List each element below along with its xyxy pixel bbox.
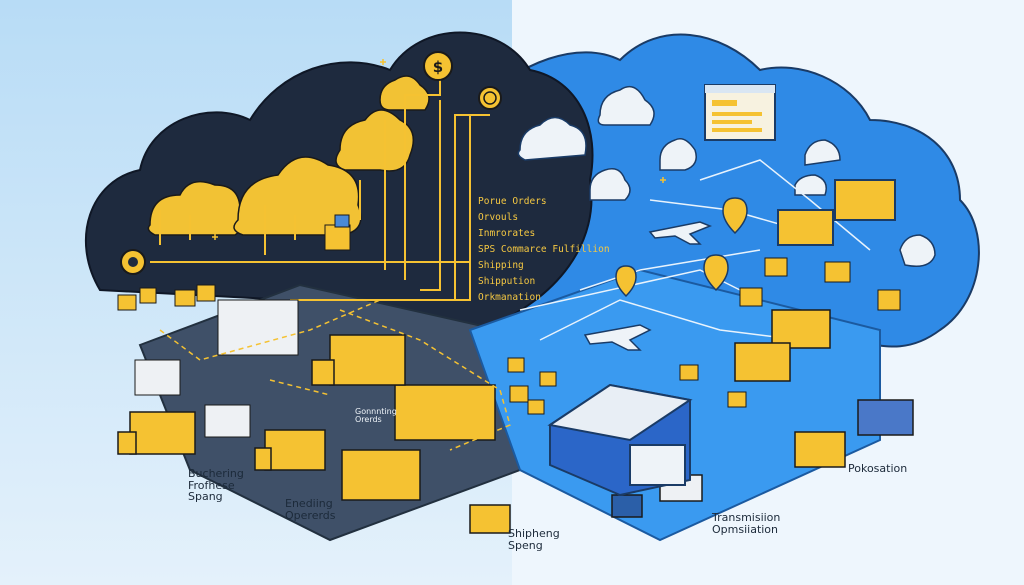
list-item: Porue Orders	[478, 196, 547, 207]
globe-coin-icon	[478, 86, 502, 110]
list-item: Inmrorates	[478, 228, 536, 239]
route-lines	[159, 299, 511, 451]
blue-cloud	[469, 33, 980, 348]
feature-list: Porue Orders Orvouls Inmrorates SPS Comm…	[478, 196, 610, 308]
list-item: Shippution	[478, 276, 536, 287]
label-bottom-mid: Enediing Opererds	[285, 497, 336, 522]
dollar-coin-icon	[423, 51, 453, 81]
folder-card	[777, 179, 896, 246]
label-right: Pokosation	[848, 462, 908, 475]
white-pallets	[134, 299, 299, 438]
svg-text:$: $	[433, 58, 443, 76]
label-shipping: Shipheng Speng	[508, 527, 560, 552]
browser-window	[704, 84, 776, 141]
warehouse-building	[547, 383, 693, 497]
label-transmission: Transmisiion Opmsiiation	[712, 511, 781, 536]
location-pin-icons	[615, 197, 748, 298]
list-item: SPS Commarce Fulfillion	[478, 244, 610, 255]
cargo-boxes	[117, 214, 901, 415]
connection-lines	[150, 80, 490, 301]
crate-stacks	[341, 384, 496, 501]
label-center: Gonnnting Orerds	[355, 407, 397, 425]
label-bottom-left: Buchering Frofhese Spang	[188, 467, 244, 504]
white-clouds	[517, 85, 936, 267]
sparkle-icons	[212, 59, 666, 240]
list-item: Shipping	[478, 260, 524, 271]
airplane-icons	[583, 221, 713, 351]
truck-icons	[117, 309, 914, 534]
list-item: Orkmanation	[478, 292, 541, 303]
list-item: Orvouls	[478, 212, 519, 223]
